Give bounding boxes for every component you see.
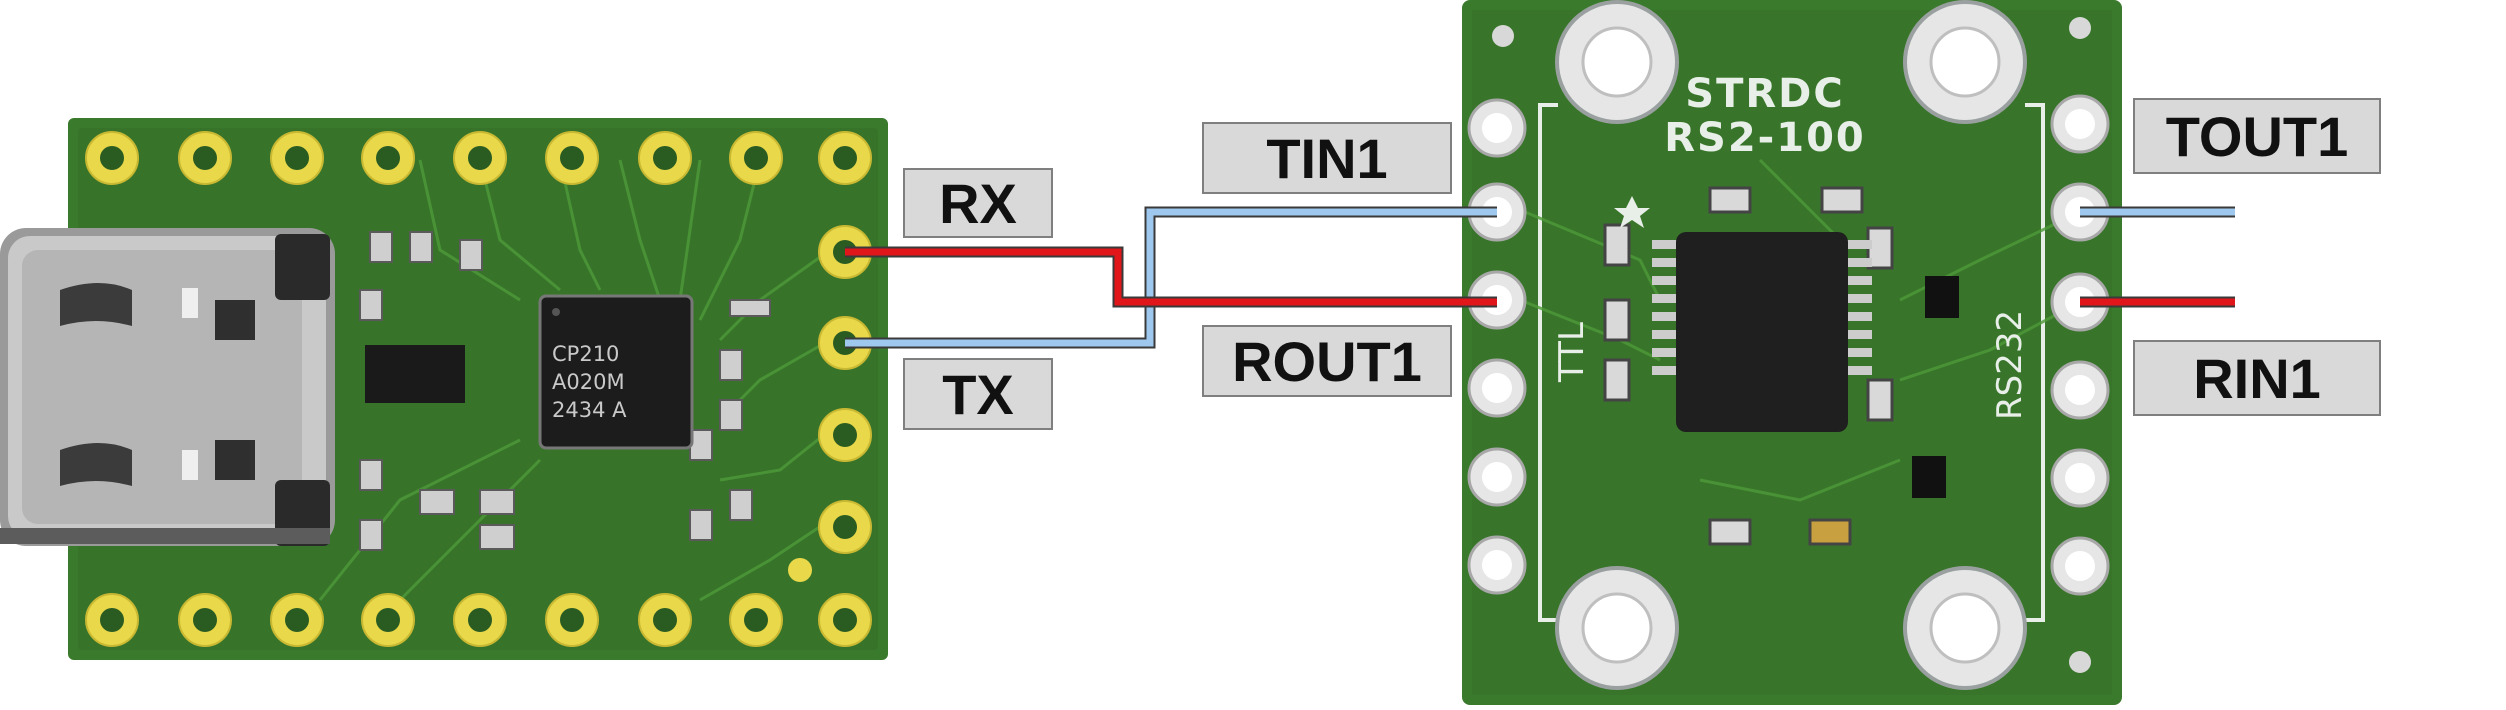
usb-board-components (359, 231, 771, 551)
label-rout1: ROUT1 (1202, 325, 1452, 397)
label-rx: RX (903, 168, 1053, 238)
label-tin1: TIN1 (1202, 122, 1452, 194)
rs232-silkscreen-label: RS232 (1990, 309, 2030, 420)
rs232-board-title: STRDC RS2-100 (1650, 72, 1880, 160)
wires (845, 206, 2235, 349)
chip-line-2: A020M (552, 370, 625, 394)
label-rin1: RIN1 (2133, 340, 2381, 416)
cp210-chip (538, 294, 694, 450)
red-wire-rx-to-rout1 (845, 246, 1497, 308)
usb-uart-board (0, 118, 888, 660)
rs232-mounting-holes (1492, 0, 2091, 690)
label-tout1: TOUT1 (2133, 98, 2381, 174)
rs232-title-line-2: RS2-100 (1664, 115, 1866, 161)
rs232-transistor-bottom (1912, 456, 1946, 498)
cp210-chip-marking: CP210 A020M 2434 A (552, 340, 692, 424)
rs232-board (1462, 0, 2122, 705)
label-tx: TX (903, 358, 1053, 430)
chip-line-1: CP210 (552, 342, 620, 366)
rs232-title-line-1: STRDC (1685, 71, 1845, 117)
ttl-silkscreen-label: TTL (1552, 322, 1592, 382)
rs232-transceiver-chip (1652, 232, 1872, 432)
rs232-transistor-top (1925, 276, 1959, 318)
rs232-capacitors (1603, 186, 1894, 546)
usb-c-connector (0, 228, 335, 546)
usb-board-mosfet (365, 345, 465, 403)
chip-line-3: 2434 A (552, 398, 627, 422)
